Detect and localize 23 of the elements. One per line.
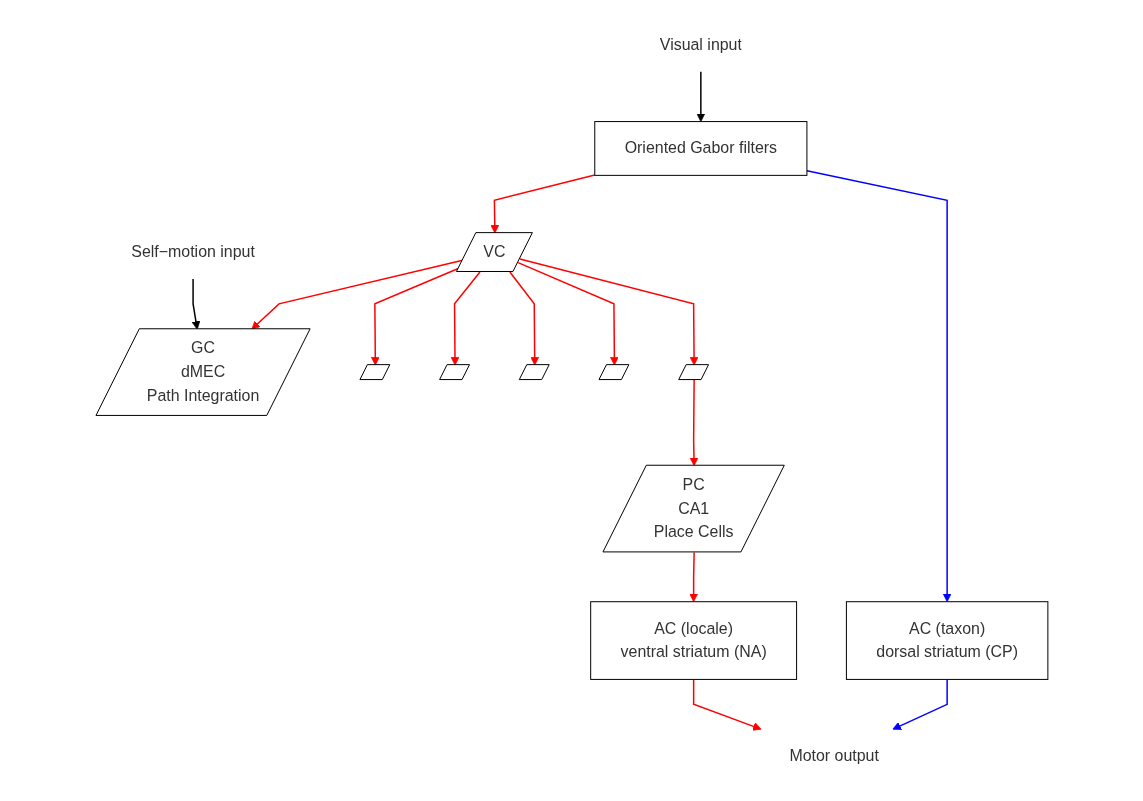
arrow (508, 271, 539, 366)
node-parallelogram (518, 364, 550, 381)
arrow (805, 170, 952, 603)
node-parallelogram (598, 364, 629, 381)
arrow (191, 278, 200, 330)
node-box: Oriented Gabor filters (593, 121, 807, 176)
node-box: AC (locale) ventral striatum (NA) (589, 601, 797, 680)
node-parallelogram (438, 364, 470, 381)
node-text: Self−motion input (130, 243, 255, 261)
node-text: Visual input (659, 35, 742, 53)
arrow (450, 271, 481, 366)
arrow (518, 258, 699, 366)
arrow (696, 71, 705, 122)
arrow (688, 551, 698, 603)
node-parallelogram (677, 364, 709, 381)
arrow (689, 379, 698, 467)
node-box: AC (taxon) dorsal striatum (CP) (845, 601, 1048, 680)
arrow (516, 261, 619, 366)
node-text: Motor output (789, 747, 879, 765)
arrow (692, 678, 762, 731)
node-parallelogram (359, 364, 390, 381)
arrow (892, 678, 948, 730)
arrow (490, 174, 596, 234)
